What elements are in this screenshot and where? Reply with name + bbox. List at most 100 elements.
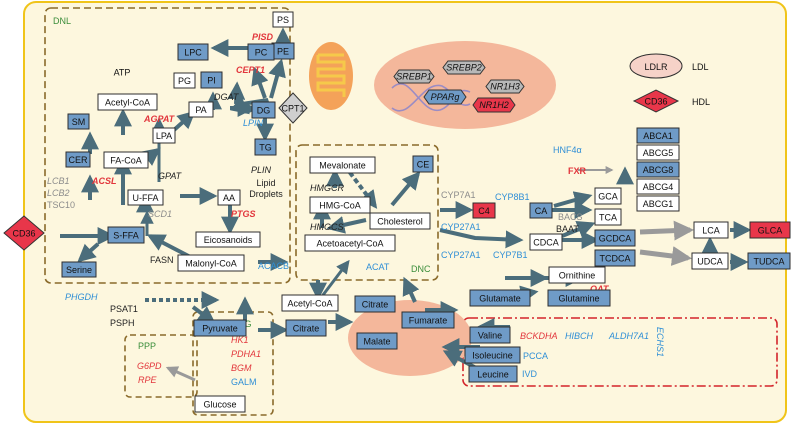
node-label: PI: [207, 75, 216, 85]
node-ca: CA: [529, 202, 553, 219]
node-abca1: ABCA1: [636, 127, 680, 144]
enzyme-lcb1: LCB1: [47, 176, 70, 186]
node-atp: ATP: [114, 67, 131, 77]
enzyme-lpin: LPIN: [243, 118, 264, 128]
node-cer: CER: [65, 151, 91, 168]
node-valine: Valine: [469, 326, 511, 344]
pathway-arrow: [268, 58, 286, 99]
node-box: [247, 43, 275, 61]
node-citrate-left: Citrate: [285, 319, 327, 337]
node-label: ABCG5: [643, 148, 674, 158]
node-cd36-right: CD36: [632, 89, 680, 113]
node-box: [304, 234, 396, 252]
node-label: Acetyl-CoA: [105, 97, 150, 107]
node-label: Leucine: [477, 369, 509, 379]
node-label: Glutamine: [558, 293, 599, 303]
node-box: [251, 101, 276, 119]
ldlr-receptor: [629, 53, 683, 79]
node-box: [636, 161, 680, 178]
node-box: [691, 252, 729, 270]
node-tg: TG: [254, 138, 277, 156]
node-dg: DG: [251, 101, 276, 119]
enzyme-hibch: HIBCH: [565, 331, 594, 341]
node-pc: PC: [247, 43, 275, 61]
node-label: CER: [68, 155, 88, 165]
node-label: SM: [72, 117, 86, 127]
node-label: LPC: [184, 47, 202, 57]
enzyme-ppp: PPP: [138, 341, 156, 351]
enzyme-rpe: RPE: [138, 375, 158, 385]
node-box: [193, 319, 247, 337]
node-box: [401, 311, 455, 329]
node-box: [636, 144, 680, 161]
enzyme-acacb: ACACB: [258, 261, 289, 271]
node-gca: GCA: [594, 187, 622, 205]
node-acetyl-coa-mid: Acetyl-CoA: [281, 294, 339, 312]
dnc-region-label: DNC: [411, 264, 431, 274]
node-sm: SM: [67, 113, 90, 130]
node-label: Isoleucine: [472, 350, 513, 360]
node-label: ABCG1: [643, 199, 674, 209]
enzyme-labels: PISDCEPT1DGATLPINAGPATPLINGPATACSLLCB1LC…: [47, 32, 665, 387]
enzyme-lcb2: LCB2: [47, 188, 70, 198]
node-cholesterol: Cholesterol: [369, 212, 431, 230]
node-label: UDCA: [697, 256, 723, 266]
enzyme-hk1: HK1: [231, 335, 249, 345]
node-label: TUDCA: [754, 256, 785, 266]
enzyme-scd1: SCD1: [148, 209, 172, 219]
node-label: C4: [478, 206, 490, 216]
node-box: [195, 231, 261, 248]
enzyme-acsl: ACSL: [91, 176, 117, 186]
node-box: [177, 254, 245, 272]
node-label: PS: [277, 15, 289, 25]
node-glca: GLCA: [749, 221, 791, 239]
node-pparg: PPARg: [423, 89, 467, 105]
enzyme-pisd: PISD: [252, 32, 274, 42]
node-label: PE: [277, 46, 289, 56]
dnc-region: [295, 144, 439, 281]
node-box: [309, 196, 371, 214]
enzyme-cyp7b1: CYP7B1: [493, 250, 528, 260]
node-abcg4: ABCG4: [636, 178, 680, 195]
node-hmg-coa: HMG-CoA: [309, 196, 371, 214]
node-label: U-FFA: [133, 193, 159, 203]
node-isoleucine: Isoleucine: [464, 346, 521, 364]
node-label: LPA: [156, 131, 172, 141]
node-pe: PE: [271, 42, 295, 60]
ldlr-label: LDLR: [644, 62, 668, 72]
node-label: Glucose: [203, 399, 236, 409]
node-box: [61, 261, 97, 278]
enzyme-cyp27a1-top: CYP27A1: [441, 222, 481, 232]
nucleus: [374, 41, 556, 129]
ldl-label: LDL: [692, 62, 709, 72]
node-label: Acetoacetyl-CoA: [316, 238, 383, 248]
pathway-arrow: [326, 216, 367, 234]
node-box: [173, 72, 196, 89]
node-label: PG: [178, 76, 191, 86]
node-label: SREBP1: [396, 72, 432, 82]
node-box: [254, 138, 277, 156]
node-tca: TCA: [594, 208, 622, 226]
node-box: [127, 189, 164, 206]
node-box: [469, 289, 531, 307]
node-label: CD36: [12, 229, 35, 239]
node-box: [594, 208, 622, 226]
node-box: [468, 365, 518, 383]
node-ps: PS: [272, 11, 294, 28]
node-box: [177, 43, 209, 61]
enzyme-bgm: BGM: [231, 363, 252, 373]
node-box: [636, 127, 680, 144]
node-label: Mevalonate: [319, 160, 366, 170]
node-label: Malate: [363, 336, 390, 346]
enzyme-plin: PLIN: [251, 165, 272, 175]
node-cpt1: CPT1: [278, 92, 308, 124]
node-label: CD36: [644, 97, 667, 107]
enzyme-pdha1: PDHA1: [231, 349, 261, 359]
enzyme-baat: BAAT: [556, 224, 579, 234]
node-label: AA: [223, 193, 235, 203]
pathway-arrow: [639, 220, 694, 241]
node-pyruvate: Pyruvate: [193, 319, 247, 337]
node-label: LCA: [702, 225, 720, 235]
